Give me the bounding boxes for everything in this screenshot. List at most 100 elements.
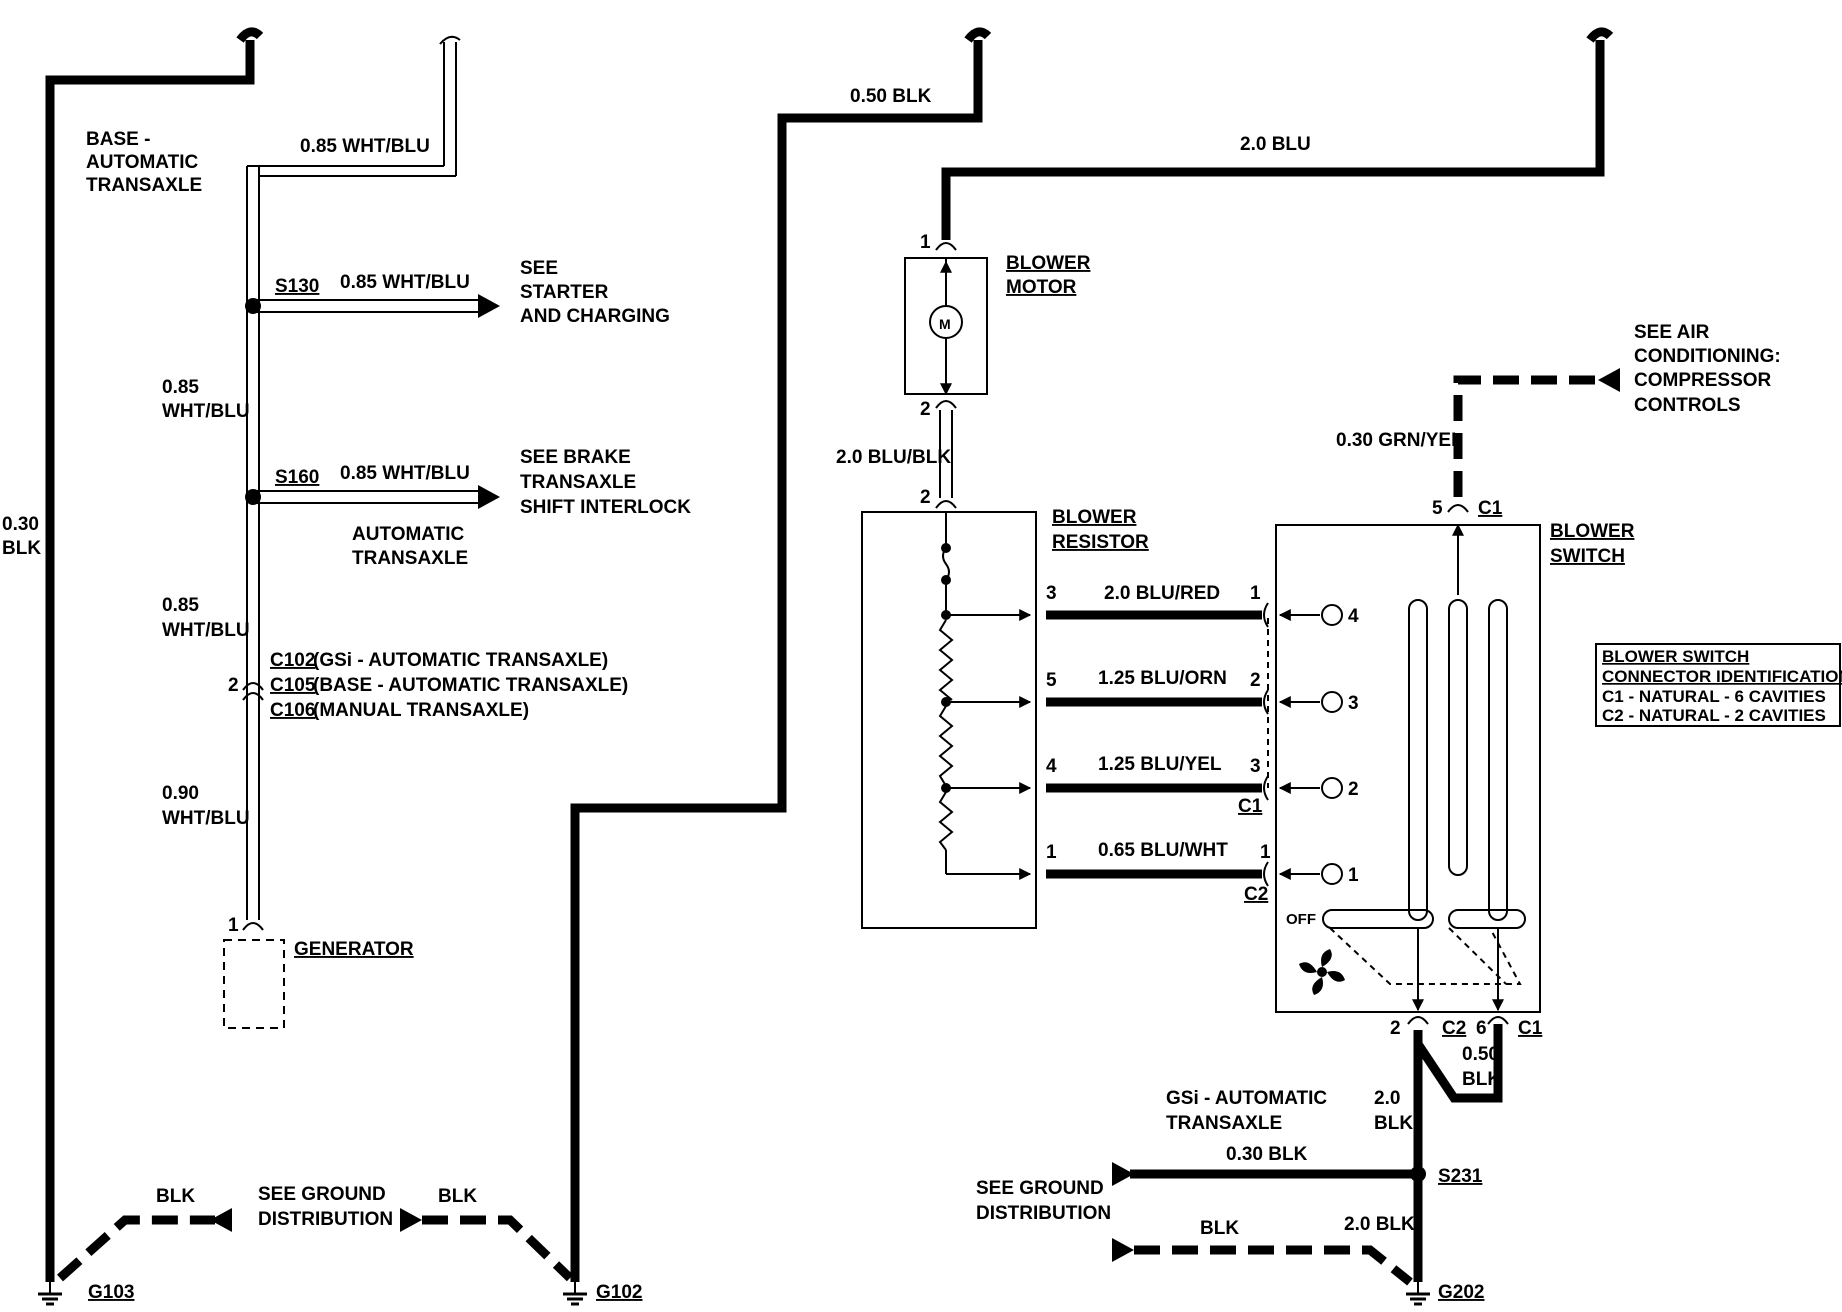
- label-wire-20-blk-a-1: 2.0: [1374, 1088, 1400, 1109]
- blower-switch-box: [1275, 524, 1541, 1013]
- switch-contact-3: [1321, 691, 1343, 713]
- right-circuit: M: [570, 27, 1841, 1306]
- label-see-ac-1: SEE AIR: [1634, 322, 1710, 343]
- arrow-s231-ground: [1112, 1162, 1134, 1186]
- wire-blk-g202: [1134, 1245, 1413, 1286]
- motor-symbol: M: [939, 316, 951, 332]
- label-see-brake-1: SEE BRAKE: [520, 447, 631, 468]
- connector-id-box: [1595, 643, 1841, 727]
- ground-icon-g103: [38, 1282, 62, 1306]
- connector-motor-1: [935, 242, 957, 251]
- wire-050-blk: [570, 40, 983, 1282]
- wire-blk-g103: [57, 1215, 215, 1282]
- label-automatic-transaxle-2: TRANSAXLE: [352, 548, 468, 569]
- label-see-brake-3: SHIFT INTERLOCK: [520, 497, 691, 518]
- label-see-ground-right-1: SEE GROUND: [976, 1178, 1104, 1199]
- label-see-brake-2: TRANSAXLE: [520, 472, 636, 493]
- label-see-starter-1: SEE: [520, 258, 558, 279]
- label-off: OFF: [1286, 911, 1316, 928]
- label-blower-motor-2: MOTOR: [1006, 277, 1077, 298]
- resistor-coil-1: [938, 619, 954, 701]
- label-wire-090-1: 0.90: [162, 783, 199, 804]
- generator-box: [223, 939, 285, 1029]
- label-see-ac-4: CONTROLS: [1634, 395, 1741, 416]
- label-speed-3: 3: [1348, 693, 1359, 714]
- label-blower-switch-2: SWITCH: [1550, 546, 1625, 567]
- label-wire4-right-pin: 1: [1260, 842, 1271, 863]
- label-blower-resistor-2: RESISTOR: [1052, 532, 1149, 553]
- wire-blk-g102: [422, 1215, 574, 1282]
- label-wire-030-blk-1: 0.30: [2, 514, 39, 535]
- label-c106-desc: (MANUAL TRANSAXLE): [313, 700, 529, 721]
- label-speed-4: 4: [1348, 606, 1359, 627]
- wire-break-left: [236, 27, 264, 43]
- switch-contact-2: [1321, 777, 1343, 799]
- label-c102-desc: (GSi - AUTOMATIC TRANSAXLE): [313, 650, 608, 671]
- switch-bar-3: [1488, 599, 1508, 921]
- label-see-ground-1: SEE GROUND: [258, 1184, 386, 1205]
- label-see-ac-2: CONDITIONING:: [1634, 346, 1781, 367]
- label-wire3-left-pin: 4: [1046, 756, 1057, 777]
- label-bottom-c2: C2: [1442, 1018, 1466, 1039]
- label-blk-right: BLK: [438, 1186, 477, 1207]
- label-wire-050b-1: 0.50: [1462, 1044, 1499, 1065]
- label-speed-1: 1: [1348, 865, 1359, 886]
- left-labels: BASE - AUTOMATIC TRANSAXLE 0.85 WHT/BLU …: [2, 129, 691, 1303]
- label-wire3: 1.25 BLU/YEL: [1098, 754, 1222, 775]
- label-motor-pin2: 2: [920, 399, 931, 420]
- arrow-ground-left: [210, 1208, 232, 1232]
- label-c105: C105: [270, 675, 316, 696]
- label-pin-1: 1: [228, 915, 239, 936]
- label-connector-id-1: BLOWER SWITCH: [1602, 647, 1749, 666]
- label-base-automatic-2: AUTOMATIC: [86, 152, 199, 173]
- label-wire2: 1.25 BLU/ORN: [1098, 668, 1227, 689]
- label-gsi-automatic-1: GSi - AUTOMATIC: [1166, 1088, 1327, 1109]
- switch-bar-2: [1448, 599, 1468, 876]
- label-s160-wire: 0.85 WHT/BLU: [340, 463, 470, 484]
- label-switch-pin5: 5: [1432, 498, 1443, 519]
- wire-030-blk-g103: [45, 40, 255, 1282]
- label-wire-085b-2: WHT/BLU: [162, 620, 250, 641]
- label-base-automatic-3: TRANSAXLE: [86, 175, 202, 196]
- label-wire2-left-pin: 5: [1046, 670, 1057, 691]
- connector-motor-2: [935, 400, 957, 409]
- wire-030-grnyel: [1453, 375, 1600, 497]
- label-bottom-pin6: 6: [1476, 1018, 1487, 1039]
- connector-switch-c1-top: [1447, 504, 1469, 513]
- label-wire-030-grnyel: 0.30 GRN/YEL: [1336, 430, 1463, 451]
- arrow-ground-right: [400, 1208, 422, 1232]
- arrow-g202-ground: [1112, 1238, 1134, 1262]
- connector-generator: [242, 922, 264, 931]
- label-blower-resistor-1: BLOWER: [1052, 507, 1137, 528]
- arrow-s130: [478, 294, 500, 318]
- resistor-coil-3: [938, 791, 954, 851]
- label-connector-id-3: C1 - NATURAL - 6 CAVITIES: [1602, 687, 1826, 706]
- label-see-ground-right-2: DISTRIBUTION: [976, 1203, 1111, 1224]
- label-c102: C102: [270, 650, 315, 671]
- label-c2-mid: C2: [1244, 884, 1268, 905]
- switch-contact-4: [1321, 604, 1343, 626]
- label-wire1-right-pin: 1: [1250, 583, 1261, 604]
- connector-resistor-2: [935, 500, 957, 509]
- label-connector-id-4: C2 - NATURAL - 2 CAVITIES: [1602, 706, 1826, 725]
- label-generator: GENERATOR: [294, 939, 414, 960]
- label-wire-050b-2: BLK: [1462, 1069, 1501, 1090]
- arrow-s160: [478, 485, 500, 509]
- label-see-starter-3: AND CHARGING: [520, 306, 670, 327]
- label-wire4: 0.65 BLU/WHT: [1098, 840, 1228, 861]
- label-g102: G102: [596, 1282, 642, 1303]
- label-resistor-pin2: 2: [920, 487, 931, 508]
- label-see-ground-2: DISTRIBUTION: [258, 1209, 393, 1230]
- wire-break-mid: [964, 27, 992, 43]
- ground-icon-g102: [563, 1282, 587, 1306]
- label-g202: G202: [1438, 1282, 1484, 1303]
- label-wire-085a-2: WHT/BLU: [162, 401, 250, 422]
- label-wire-20-blk-b: 2.0 BLK: [1344, 1214, 1415, 1235]
- label-blower-switch-1: BLOWER: [1550, 521, 1635, 542]
- resistor-coil-2: [938, 705, 954, 787]
- label-s231: S231: [1438, 1166, 1483, 1187]
- label-wire-20-blu: 2.0 BLU: [1240, 134, 1311, 155]
- label-bottom-pin2: 2: [1390, 1018, 1401, 1039]
- label-wire-030-blk-b: 0.30 BLK: [1226, 1144, 1308, 1165]
